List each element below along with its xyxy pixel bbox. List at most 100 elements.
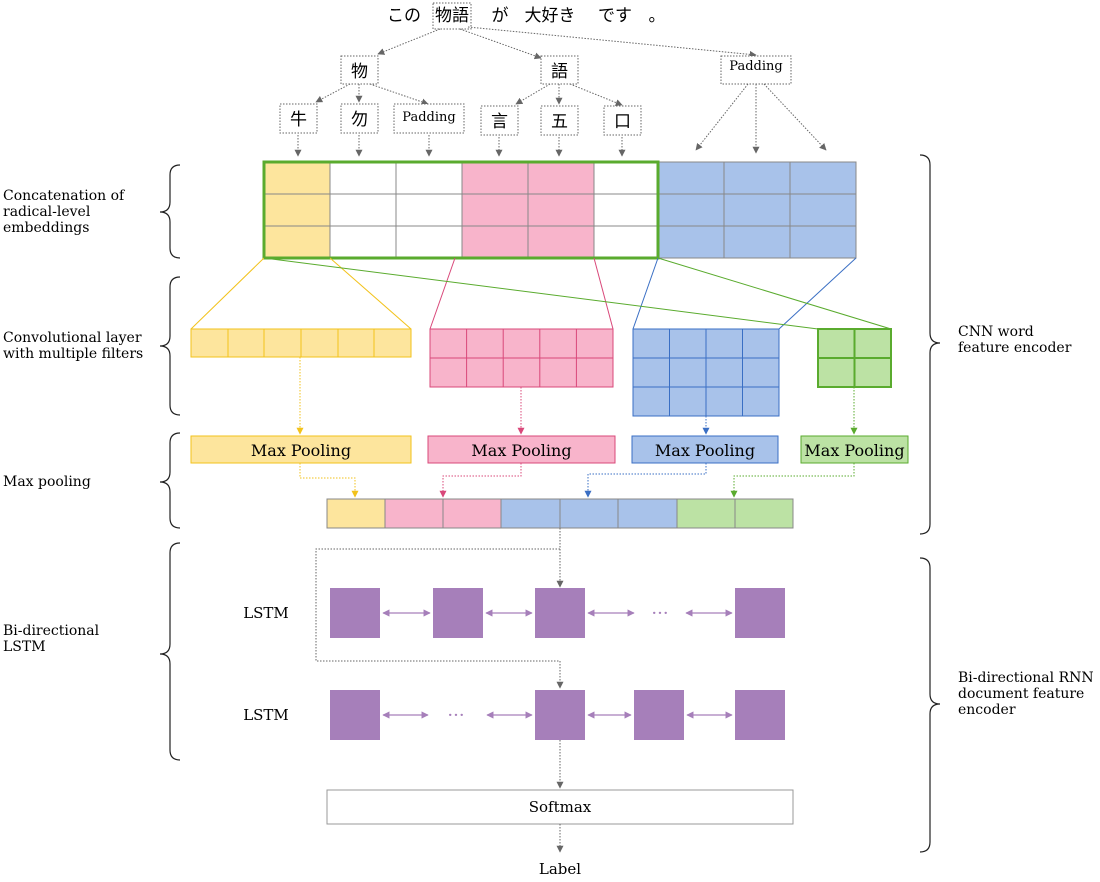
label-rnn-line-1: Bi-directional RNN bbox=[958, 670, 1094, 686]
char-padding-box bbox=[720, 55, 792, 85]
arrow-pool-vec-pink bbox=[439, 463, 522, 498]
conv-blue-cells bbox=[633, 329, 779, 416]
vec-blue-2 bbox=[560, 499, 618, 528]
arrow-token-padding bbox=[467, 26, 757, 58]
pool-green: Max Pooling bbox=[800, 435, 909, 464]
pool-blue-box bbox=[631, 435, 779, 464]
lstm-1-label: LSTM bbox=[243, 604, 289, 622]
label-concat-line-3: embeddings bbox=[3, 220, 89, 236]
label-maxpool: Max pooling bbox=[3, 474, 91, 490]
brace-bilstm bbox=[159, 542, 181, 761]
embedding-col-white-3 bbox=[594, 162, 658, 258]
embedding-grid bbox=[264, 161, 857, 259]
token-4: 大好き bbox=[525, 6, 576, 26]
char-padding: Padding bbox=[729, 59, 782, 74]
label-bilstm-line-1: Bi-directional bbox=[3, 623, 100, 639]
arrow-pool-vec-yellow bbox=[299, 463, 359, 498]
arrow-char2-r6 bbox=[569, 83, 623, 106]
conv-pink-cells bbox=[430, 329, 613, 387]
label-conv-line-1: Convolutional layer bbox=[3, 330, 142, 346]
char2: 語 bbox=[551, 62, 568, 82]
arrow-char1-r1 bbox=[315, 83, 351, 103]
radical-3-box bbox=[393, 103, 465, 134]
radical-4-box bbox=[480, 105, 519, 136]
radical-2: 勿 bbox=[351, 110, 368, 130]
label-concat: Concatenation of radical-level embedding… bbox=[3, 188, 129, 236]
embedding-col-yellow bbox=[264, 162, 330, 258]
conv-filter-blue bbox=[632, 328, 780, 417]
label-concat-line-2: radical-level bbox=[3, 204, 91, 220]
radical-1: 牛 bbox=[290, 110, 307, 130]
token-3: が bbox=[492, 6, 509, 26]
conv-filter-green bbox=[817, 328, 892, 388]
lstm1-cell-3 bbox=[535, 588, 585, 638]
token-2-box bbox=[432, 2, 472, 30]
sentence: この 物語 が 大好き です 。 bbox=[387, 2, 666, 30]
pool-to-vector-arrows bbox=[299, 463, 855, 498]
pool-yellow-box bbox=[190, 435, 412, 464]
label-conv-line-2: with multiple filters bbox=[3, 346, 143, 362]
proj-yellow-left bbox=[190, 257, 265, 330]
lstm2-cell-1 bbox=[330, 690, 380, 740]
embedding-col-pink-1 bbox=[462, 162, 528, 258]
brace-concat bbox=[159, 164, 181, 259]
label-conv: Convolutional layer with multiple filter… bbox=[3, 330, 146, 362]
pool-yellow: Max Pooling bbox=[190, 435, 412, 464]
vec-blue-1 bbox=[501, 499, 560, 528]
char-to-radical-arrows bbox=[315, 83, 827, 154]
token-5: です bbox=[598, 6, 632, 26]
pool-pink: Max Pooling bbox=[427, 435, 616, 464]
pool-blue-label: Max Pooling bbox=[655, 441, 755, 460]
lstm1-ellipsis: ··· bbox=[651, 603, 668, 624]
vec-green-1 bbox=[677, 499, 735, 528]
char1-box bbox=[340, 55, 379, 85]
radicals: 牛 勿 Padding 言 五 口 bbox=[279, 103, 642, 136]
label-bilstm-line-2: LSTM bbox=[3, 639, 46, 655]
lstm2-cell-2 bbox=[535, 690, 585, 740]
lstm-layer-2: LSTM ··· bbox=[243, 690, 785, 740]
conv-green-cells bbox=[818, 329, 891, 387]
pool-green-label: Max Pooling bbox=[804, 441, 904, 460]
right-braces bbox=[919, 154, 941, 853]
arrow-pool-vec-green bbox=[730, 463, 855, 498]
embedding-col-white-2 bbox=[396, 162, 462, 258]
radical-5-box bbox=[540, 105, 579, 136]
radical-2-box bbox=[340, 103, 379, 134]
proj-yellow-right bbox=[329, 257, 412, 330]
radical-6: 口 bbox=[614, 112, 631, 132]
softmax: Softmax bbox=[326, 789, 794, 825]
conv-filter-yellow bbox=[190, 328, 412, 358]
radical-5: 五 bbox=[551, 112, 568, 132]
right-labels: CNN word feature encoder Bi-directional … bbox=[958, 324, 1098, 718]
label-rnn: Bi-directional RNN document feature enco… bbox=[958, 670, 1098, 718]
label-rnn-line-2: document feature bbox=[958, 686, 1084, 702]
brace-rnn bbox=[919, 557, 941, 853]
brace-cnn bbox=[919, 154, 941, 535]
conv-filter-pink bbox=[429, 328, 614, 388]
radical-1-box bbox=[279, 103, 318, 134]
lstm2-cell-3 bbox=[634, 690, 684, 740]
brace-maxpool bbox=[159, 432, 181, 529]
vec-blue-3 bbox=[618, 499, 677, 528]
token-1: この bbox=[387, 6, 421, 26]
token-6: 。 bbox=[649, 6, 666, 26]
vec-yellow bbox=[327, 499, 385, 528]
lstm2-ellipsis: ··· bbox=[447, 705, 464, 726]
lstm2-cell-4 bbox=[735, 690, 785, 740]
label-cnn-line-1: CNN word bbox=[958, 324, 1034, 340]
pool-blue: Max Pooling bbox=[631, 435, 779, 464]
proj-green-right bbox=[657, 257, 892, 330]
conv-to-pool-arrows bbox=[296, 357, 858, 435]
char2-box bbox=[540, 55, 579, 85]
lstm1-cell-2 bbox=[433, 588, 483, 638]
arrow-char2-r4 bbox=[515, 83, 551, 105]
vec-pink-1 bbox=[385, 499, 443, 528]
lstm1-cell-4 bbox=[735, 588, 785, 638]
radical-4: 言 bbox=[491, 112, 508, 132]
lstm-layer-1: LSTM ··· bbox=[243, 588, 785, 638]
output-label: Label bbox=[539, 860, 581, 878]
word-feature-vector bbox=[326, 498, 794, 529]
left-braces bbox=[159, 164, 181, 761]
